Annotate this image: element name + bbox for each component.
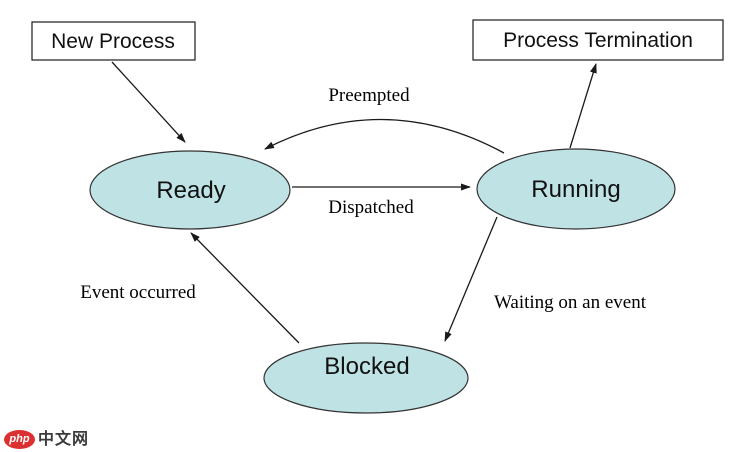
blocked-state-label: Blocked — [324, 353, 409, 380]
edge-preempted — [264, 118, 505, 154]
running-state-label: Running — [531, 176, 620, 203]
running-state-ellipse — [476, 148, 676, 230]
edge-event-occurred — [190, 232, 300, 344]
process-termination-box — [472, 19, 724, 61]
site-watermark: php 中文网 — [4, 430, 89, 449]
site-name-text: 中文网 — [38, 430, 90, 448]
edge-waiting — [444, 216, 498, 342]
ready-state-label: Ready — [156, 177, 225, 204]
ready-state-ellipse — [89, 150, 291, 230]
edge-new-to-ready — [111, 61, 186, 143]
php-logo-icon: php — [4, 430, 35, 449]
event-occurred-edge-label: Event occurred — [80, 282, 196, 303]
dispatched-edge-label: Dispatched — [328, 197, 414, 218]
waiting-edge-label: Waiting on an event — [494, 292, 647, 313]
new-process-box — [31, 21, 196, 61]
process-termination-label: Process Termination — [503, 29, 693, 52]
preempted-edge-label: Preempted — [328, 85, 410, 106]
new-process-label: New Process — [51, 30, 175, 53]
blocked-state-ellipse — [263, 342, 469, 414]
edge-running-to-termination — [569, 63, 597, 149]
